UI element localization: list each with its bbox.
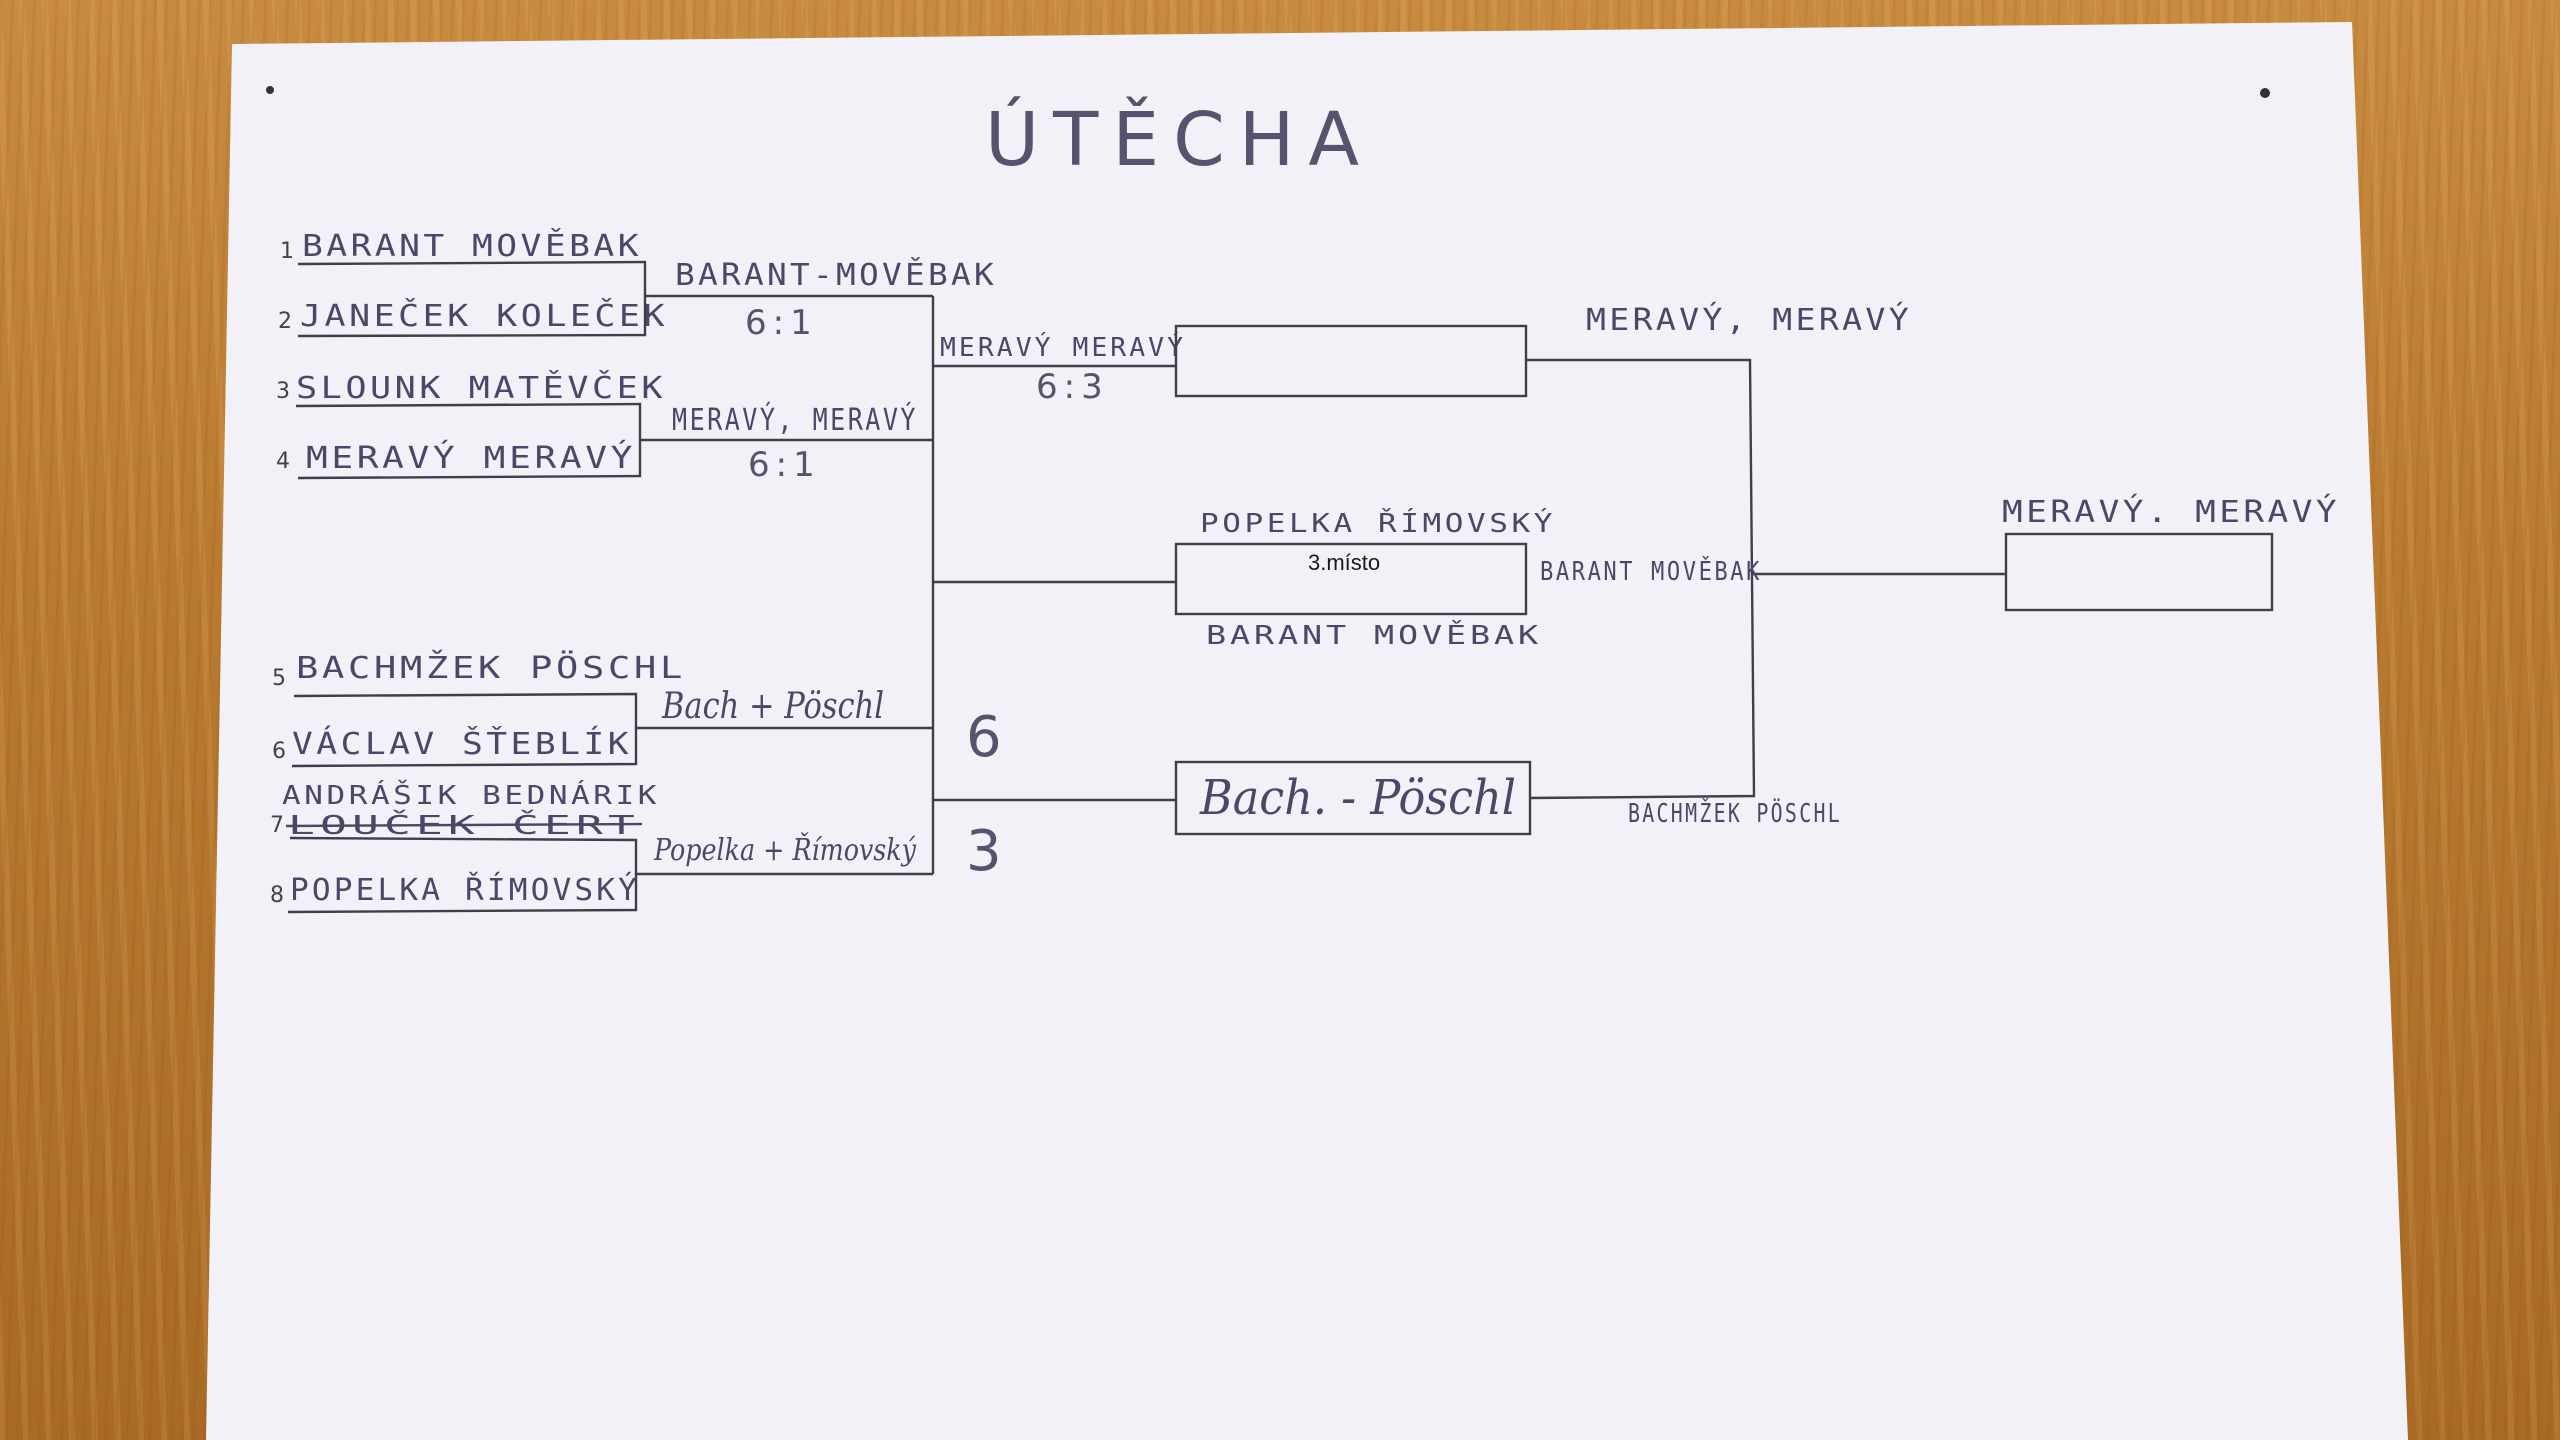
round2-winner: MERAVÝ MERAVÝ: [940, 331, 1186, 363]
round1-winner: MERAVÝ, MERAVÝ: [672, 402, 918, 438]
pin-hole-right: [2260, 88, 2270, 98]
bracket-lines-final: [1526, 358, 2006, 800]
round1-winner: Popelka + Římovský: [653, 832, 917, 868]
seed-number: 5: [272, 666, 286, 691]
seed-number: 2: [278, 309, 292, 334]
seed-number: 1: [280, 239, 294, 264]
seed-team: ANDRÁŠIK BEDNÁRIK: [282, 779, 660, 811]
seed-number: 7: [270, 813, 284, 838]
third-place-box: [1174, 542, 1528, 616]
strike-through-line: [285, 822, 643, 828]
semifinal-winner: BACHMŽEK PÖSCHL: [1628, 797, 1842, 829]
third-place-label: 3.místo: [1308, 550, 1380, 575]
seed-team: BARANT MOVĚBAK: [302, 228, 642, 264]
seed-team: BACHMŽEK PÖSCHL: [296, 650, 686, 686]
round1-score: 6:1: [745, 303, 818, 343]
seed-team: VÁCLAV ŠŤEBLÍK: [292, 725, 632, 762]
seed-number: 6: [272, 739, 286, 764]
round1-score: 6:1: [748, 445, 821, 485]
bracket-title: ÚTĚCHA: [985, 95, 1373, 183]
semifinal-note: BARANT MOVĚBAK: [1540, 555, 1762, 587]
seed-team: SLOUNK MATĚVČEK: [296, 369, 666, 406]
third-place-team: POPELKA ŘÍMOVSKÝ: [1200, 507, 1556, 539]
pin-hole-left: [266, 86, 274, 94]
seed-team: JANEČEK KOLEČEK: [300, 297, 668, 334]
round1-winner: Bach + Pöschl: [661, 686, 884, 727]
round1-score: 3: [966, 819, 1002, 884]
seed-number: 8: [270, 883, 284, 908]
seed-number: 3: [276, 379, 290, 404]
seed-team: MERAVÝ MERAVÝ: [306, 440, 636, 476]
final-winner: MERAVÝ. MERAVÝ: [2002, 494, 2340, 530]
bracket-lines-round2: [636, 294, 1176, 876]
seed-number: 4: [276, 449, 290, 474]
round1-winner: BARANT-MOVĚBAK: [675, 257, 997, 293]
paper-sheet: [206, 22, 2408, 1440]
semifinal-winner: MERAVÝ, MERAVÝ: [1586, 302, 1912, 338]
final-box: [2004, 532, 2274, 612]
round2-winner: Bach. - Pöschl: [1199, 770, 1516, 826]
third-place-team: BARANT MOVĚBAK: [1206, 619, 1542, 651]
round2-score: 6:3: [1036, 367, 1109, 407]
round1-score: 6: [966, 705, 1002, 770]
seed-team: POPELKA ŘÍMOVSKÝ: [290, 872, 640, 908]
